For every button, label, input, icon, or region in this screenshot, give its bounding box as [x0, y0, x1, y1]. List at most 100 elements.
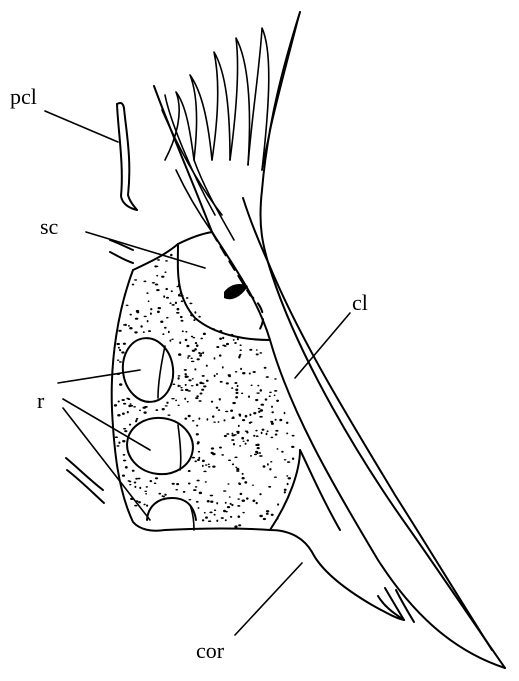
- stipple-dot: [155, 477, 158, 479]
- stipple-dot: [222, 366, 224, 368]
- stipple-dot: [195, 486, 198, 488]
- stipple-dot: [230, 516, 232, 518]
- stipple-dot: [231, 334, 234, 336]
- stipple-dot: [192, 420, 195, 422]
- stipple-dot: [173, 384, 176, 386]
- stipple-dot: [123, 428, 126, 430]
- stipple-dot: [178, 353, 181, 356]
- stipple-dot: [222, 337, 224, 339]
- stipple-dot: [115, 436, 118, 438]
- stipple-dot: [209, 512, 212, 514]
- stipple-dot: [187, 357, 189, 359]
- stipple-dot: [172, 304, 174, 306]
- stipple-dot: [251, 384, 253, 386]
- stipple-dot: [119, 383, 122, 386]
- stipple-dot: [292, 435, 295, 437]
- stipple-dot: [281, 451, 283, 453]
- stipple-dot: [187, 355, 190, 357]
- stipple-dot: [177, 377, 179, 380]
- stipple-dot: [121, 351, 124, 353]
- stipple-dot: [238, 425, 240, 427]
- stipple-dot: [129, 484, 131, 486]
- stipple-dot: [227, 483, 229, 485]
- stipple-dot: [164, 494, 166, 496]
- stipple-dot: [230, 409, 233, 411]
- stipple-dot: [122, 440, 125, 442]
- stipple-dot: [191, 358, 193, 360]
- stipple-dot: [134, 331, 137, 333]
- stipple-dot: [265, 398, 268, 400]
- stipple-dot: [202, 375, 205, 377]
- label-cor: cor: [196, 638, 225, 663]
- stipple-dot: [286, 432, 288, 434]
- stipple-dot: [162, 333, 164, 335]
- stipple-dot: [218, 421, 220, 423]
- stipple-dot: [136, 311, 139, 313]
- stipple-dot: [235, 466, 237, 468]
- stipple-dot: [205, 464, 208, 465]
- stipple-dot: [250, 455, 252, 457]
- stipple-dot: [198, 507, 200, 509]
- stipple-dot: [148, 300, 150, 302]
- stipple-dot: [232, 402, 236, 404]
- stipple-dot: [195, 397, 198, 399]
- stipple-dot: [275, 434, 278, 436]
- stipple-dot: [116, 445, 119, 447]
- stipple-dot: [199, 400, 202, 402]
- stipple-dot: [237, 515, 240, 518]
- stipple-dot: [263, 465, 266, 468]
- stipple-dot: [134, 482, 137, 484]
- stipple-dot: [256, 353, 259, 355]
- stipple-dot: [191, 361, 195, 363]
- stipple-dot: [234, 456, 237, 458]
- stipple-dot: [259, 455, 263, 457]
- stipple-dot: [135, 318, 139, 320]
- stipple-dot: [256, 502, 258, 504]
- stipple-dot: [196, 384, 199, 386]
- stipple-dot: [134, 279, 137, 280]
- stipple-dot: [219, 330, 222, 333]
- stipple-dot: [258, 411, 261, 413]
- stipple-dot: [231, 433, 233, 435]
- stipple-dot: [167, 414, 170, 416]
- stipple-dot: [164, 271, 166, 273]
- stipple-dot: [117, 359, 119, 360]
- stipple-dot: [179, 341, 181, 344]
- stipple-dot: [116, 343, 120, 345]
- stipple-dot: [157, 259, 160, 260]
- stipple-dot: [118, 330, 122, 332]
- stipple-dot: [270, 437, 273, 439]
- stipple-dot: [208, 464, 210, 466]
- stipple-dot: [200, 338, 203, 340]
- stipple-dot: [267, 430, 269, 432]
- stipple-dot: [119, 349, 121, 351]
- stipple-dot: [139, 410, 141, 412]
- stipple-dot: [126, 398, 129, 400]
- stipple-dot: [242, 500, 246, 502]
- stipple-dot: [210, 495, 214, 497]
- stipple-dot: [164, 327, 167, 329]
- stipple-dot: [252, 500, 255, 503]
- stipple-dot: [181, 300, 183, 302]
- stipple-dot: [163, 295, 165, 297]
- stipple-dot: [157, 311, 160, 313]
- stipple-dot: [176, 312, 180, 314]
- stipple-dot: [242, 419, 245, 421]
- stipple-dot: [132, 470, 135, 472]
- stipple-dot: [235, 389, 238, 392]
- stipple-dot: [123, 403, 126, 405]
- leader-line-cl: [295, 313, 350, 378]
- stipple-dot: [256, 392, 259, 393]
- stipple-dot: [211, 447, 214, 449]
- stipple-dot: [225, 519, 227, 521]
- stipple-dot: [176, 483, 179, 485]
- stipple-dot: [177, 405, 179, 406]
- radial-bones: [66, 240, 197, 530]
- stipple-dot: [232, 463, 234, 465]
- stipple-dot: [271, 514, 274, 516]
- stipple-dot: [196, 425, 198, 427]
- leader-line-cor: [235, 563, 302, 635]
- stipple-dot: [287, 483, 289, 486]
- stipple-dot: [165, 405, 168, 406]
- stipple-dot: [193, 489, 196, 491]
